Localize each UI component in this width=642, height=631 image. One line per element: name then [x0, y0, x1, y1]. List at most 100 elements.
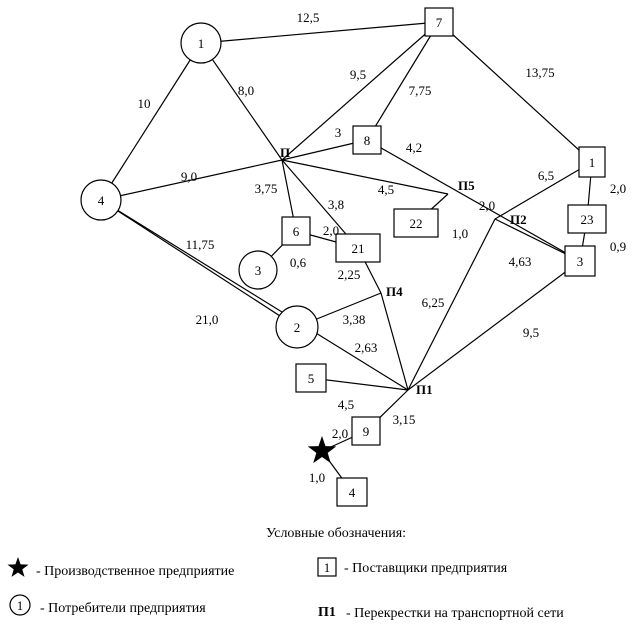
- edge-label-s8-s3: 4,2: [406, 140, 422, 155]
- consumer-node-4-label: 4: [98, 193, 105, 208]
- legend-supplier-text: - Поставщики предприятия: [344, 561, 508, 576]
- legend-supplier-symbol: 1: [324, 560, 331, 575]
- legend-plant-text: - Производственное предприятие: [36, 564, 234, 579]
- edge-c1-s7: [200, 21, 440, 44]
- edge-label-s3-p1: 9,5: [523, 325, 539, 340]
- edge-label-s22-p5: 1,0: [452, 226, 468, 241]
- edge-label-c4-c2: 11,75: [186, 237, 215, 252]
- edge-label-p2-p1: 6,25: [422, 295, 445, 310]
- edge-label-c1-p3: 8,0: [238, 83, 254, 98]
- edge-s8-s3: [366, 139, 581, 262]
- edge-label-s7-s8: 7,75: [409, 83, 432, 98]
- extra-labels-layer: 2,0: [479, 198, 495, 213]
- crossroad-p5-label: П5: [458, 178, 475, 193]
- legend-title: Условные обозначения:: [266, 526, 406, 541]
- edge-s5-p1: [310, 377, 409, 391]
- legend-consumer-text: - Потребители предприятия: [40, 601, 206, 616]
- edge-label-p3-p5: 4,5: [378, 182, 394, 197]
- supplier-node-7-box: [424, 7, 454, 37]
- consumer-node-3-label: 3: [255, 263, 262, 278]
- legend-plant-star-icon: [7, 557, 29, 577]
- edge-p3-s21: [281, 159, 359, 249]
- consumer-node-1-label: 1: [198, 36, 205, 51]
- legend: Условные обозначения: - Производственное…: [7, 526, 564, 621]
- edge-p2-p1: [407, 218, 496, 391]
- edge-c4-p1: [100, 199, 409, 391]
- consumer-node-4-circle: [80, 179, 122, 221]
- edge-label-s7-p3: 9,5: [350, 67, 366, 82]
- edge-p3-p5: [281, 159, 449, 195]
- supplier-node-7-label: 7: [436, 15, 443, 30]
- edge-s3-p1: [407, 260, 581, 391]
- edge-label-p2-s1: 6,5: [538, 168, 554, 183]
- supplier-node-23-box: [567, 204, 607, 234]
- edge-label-c1-s7: 12,5: [297, 10, 320, 25]
- supplier-node-9-label: 9: [363, 424, 370, 439]
- supplier-node-1-label: 1: [589, 155, 596, 170]
- consumer-node-3-circle: [238, 250, 278, 290]
- edge-label-s6-s21: 2,0: [323, 223, 339, 238]
- edge-label-p3-s6: 3,75: [255, 181, 278, 196]
- edge-label-c4-p3: 9,0: [181, 169, 197, 184]
- edge-labels-layer: 12,5 10 8,0 9,5 7,75 13,75 3 4,2 9,0 3,75 3,8 4,5 1,…: [138, 10, 627, 485]
- edge-c4-p3: [100, 159, 283, 201]
- supplier-node-6-label: 6: [293, 224, 300, 239]
- edge-label-p2-s3: 4,63: [509, 254, 532, 269]
- edge-label-s21-p4: 2,25: [338, 267, 361, 282]
- edge-label-s6-c3: 0,6: [290, 255, 307, 270]
- crossroad-p2-label: П2: [510, 212, 527, 227]
- edge-label-s7-s1: 13,75: [525, 65, 554, 80]
- consumer-node-1-circle: [180, 22, 222, 64]
- edge-c1-c4: [100, 42, 202, 201]
- edge-label-plant-s9: 2,0: [332, 426, 348, 441]
- edge-s7-s8: [366, 21, 440, 141]
- supplier-node-9-box: [351, 416, 381, 446]
- supplier-node-23-label: 23: [581, 212, 594, 227]
- legend-crossroad-symbol: П1: [318, 605, 336, 620]
- edge-c4-c2: [100, 199, 298, 328]
- supplier-node-4-label: 4: [349, 485, 356, 500]
- supplier-node-22-label: 22: [410, 216, 423, 231]
- edge-label-plant-s4: 1,0: [309, 470, 325, 485]
- crossroad-p1-label: П1: [416, 382, 433, 397]
- legend-crossroad-text: - Перекрестки на транспортной сети: [346, 606, 564, 621]
- edge-c1-p3: [200, 42, 283, 161]
- supplier-node-21-box: [335, 233, 381, 263]
- supplier-node-3-box: [564, 245, 596, 277]
- plant-star-icon: [307, 436, 337, 464]
- supplier-node-1-box: [578, 146, 606, 178]
- supplier-node-3-label: 3: [577, 254, 584, 269]
- edge-p2-s1: [494, 161, 593, 220]
- edge-label-p1-s9: 3,15: [393, 412, 416, 427]
- edge-label-p3-s21: 3,8: [328, 197, 344, 212]
- legend-consumer-icon: [9, 594, 31, 616]
- crossroad-p4-label: П4: [386, 284, 403, 299]
- crossroad-p3-label: П: [280, 145, 290, 160]
- edge-p4-p1: [380, 292, 409, 391]
- supplier-node-5-label: 5: [308, 371, 315, 386]
- edge-label-p4-p1: 2,63: [355, 340, 378, 355]
- supplier-node-21-label: 21: [352, 241, 365, 256]
- edge-label-c4-p1: 21,0: [196, 312, 219, 327]
- supplier-node-4-box: [336, 477, 368, 507]
- supplier-node-8-label: 8: [364, 133, 371, 148]
- edge-label-s23-s3: 0,9: [610, 239, 626, 254]
- consumer-node-2-circle: [275, 305, 319, 349]
- supplier-node-6-box: [281, 216, 311, 246]
- edge-label-s1-s23: 2,0: [610, 181, 626, 196]
- edge-label-c2-p4: 3,38: [343, 312, 366, 327]
- edge-s7-p3: [281, 21, 440, 161]
- edge-label-c1-c4: 10: [138, 96, 151, 111]
- supplier-node-22-box: [393, 208, 439, 238]
- supplier-node-8-box: [352, 125, 382, 155]
- extra-distance-label: 2,0: [479, 198, 495, 213]
- edge-s7-s1: [438, 21, 593, 163]
- supplier-node-5-box: [295, 363, 327, 393]
- edge-label-s5-p1: 4,5: [338, 397, 354, 412]
- legend-consumer-symbol: 1: [17, 598, 24, 613]
- consumer-node-2-label: 2: [294, 320, 301, 335]
- legend-supplier-icon: [317, 557, 337, 577]
- edge-label-p3-s8: 3: [335, 125, 342, 140]
